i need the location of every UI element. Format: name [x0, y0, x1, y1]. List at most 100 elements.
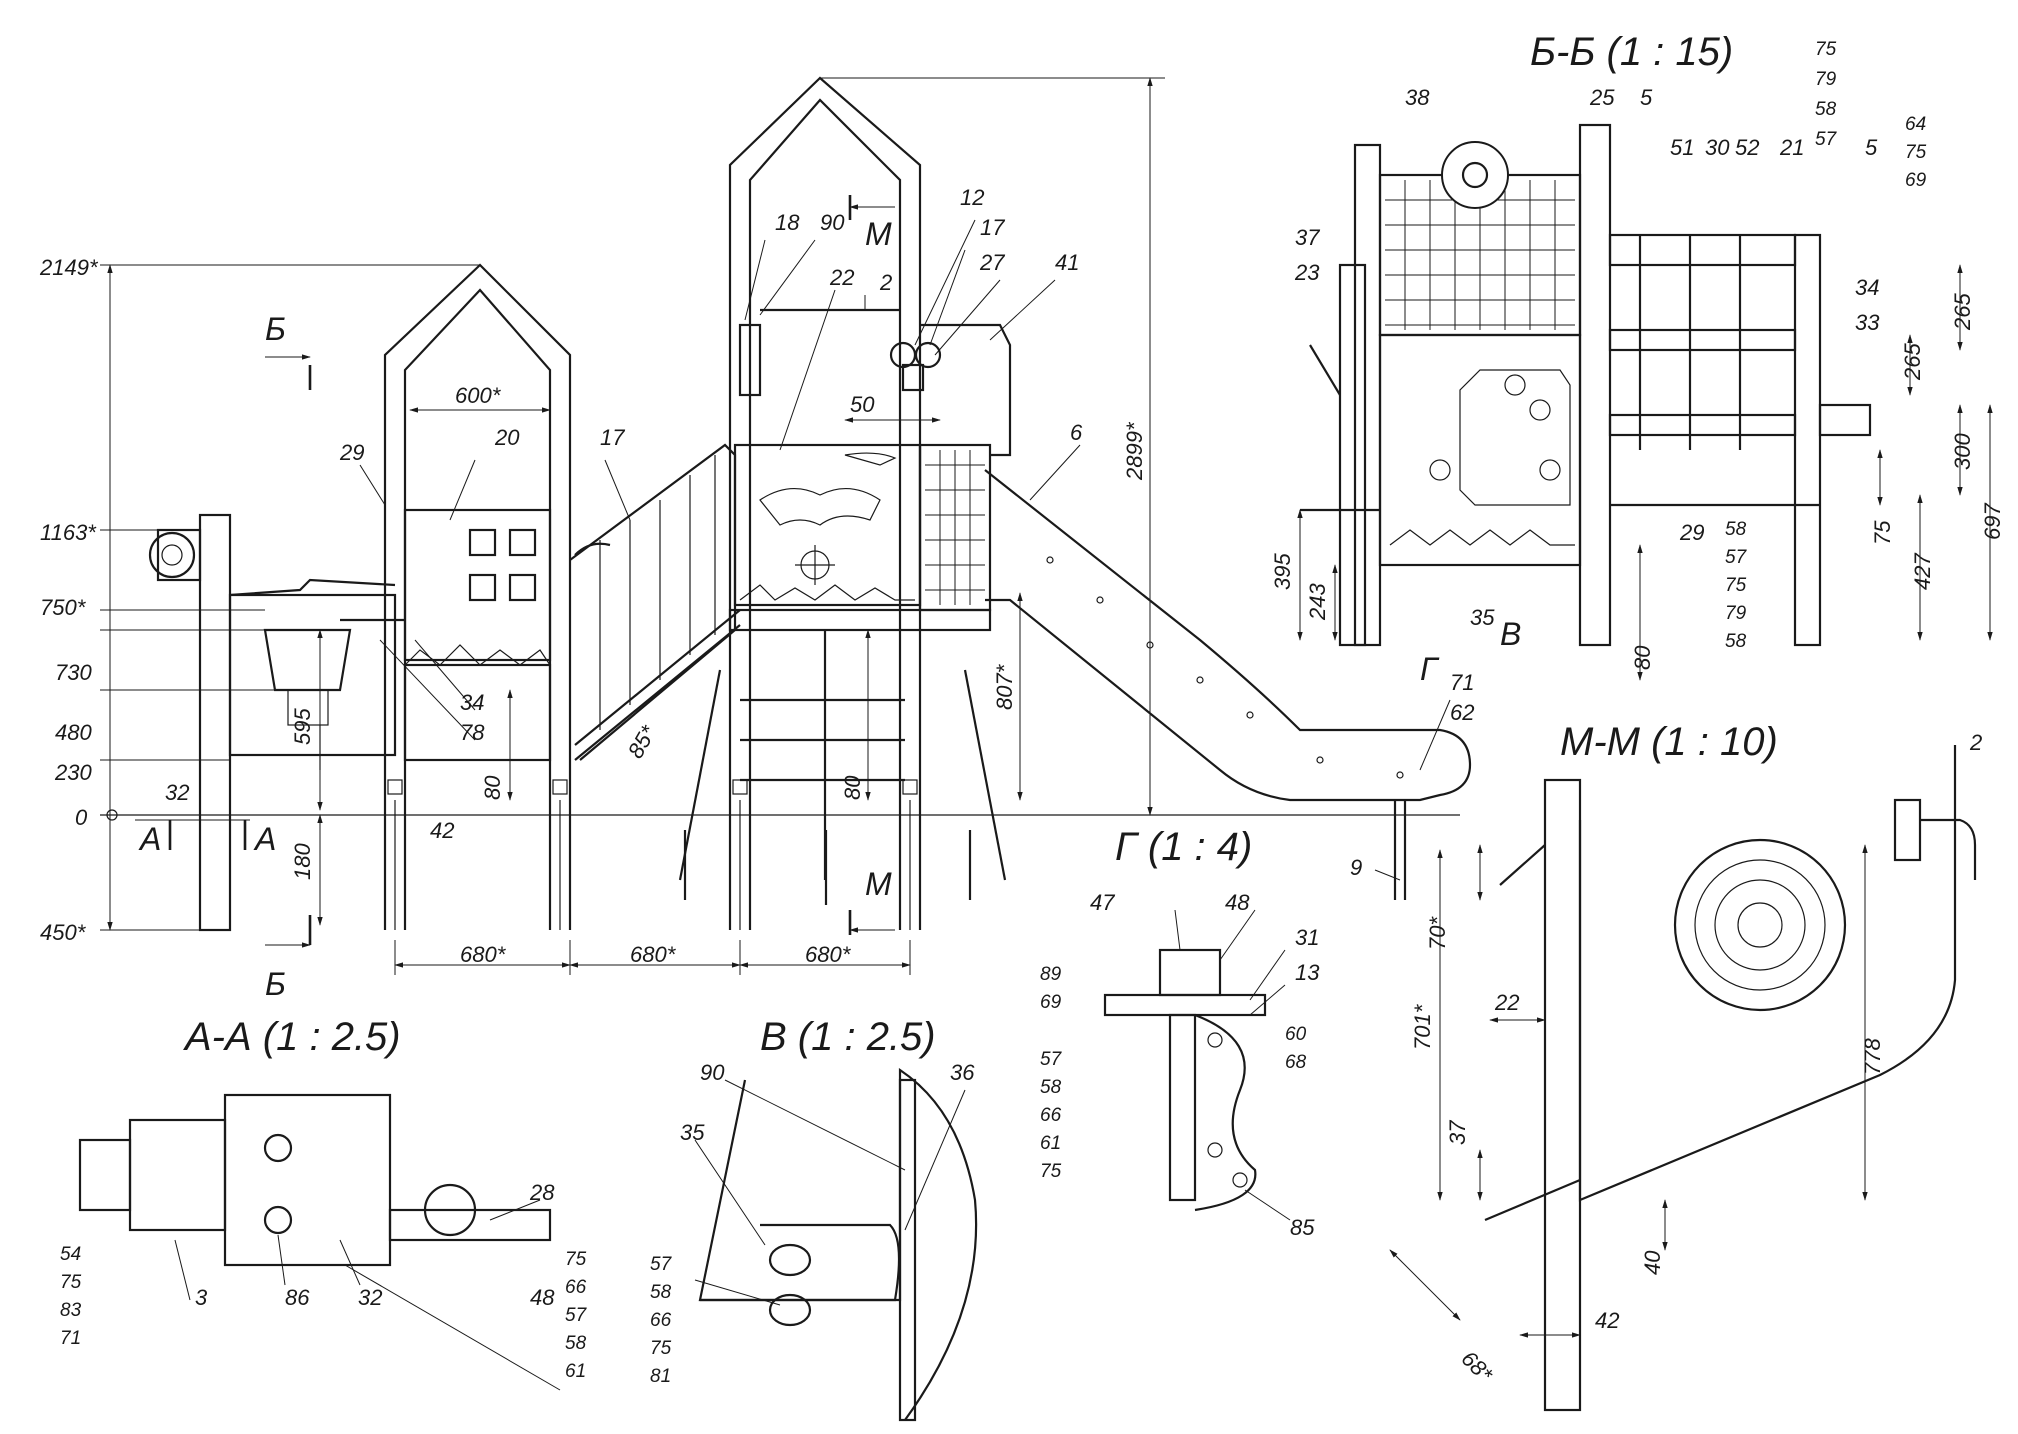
dim-span-3: 680*: [805, 942, 852, 967]
bb-callout-37: 37: [1295, 225, 1320, 250]
bb-mid-4: 79: [1725, 603, 1747, 624]
g-callout-47: 47: [1090, 890, 1115, 915]
dim-2899: 2899*: [1122, 421, 1147, 481]
bb-callout-5b: 5: [1865, 135, 1878, 160]
main-elevation-view: 29 20 17 18 90 12 17 27 22 2 41 6 34 78 …: [39, 76, 1474, 1002]
bb-stack2-3: 69: [1905, 170, 1927, 191]
g-stack-a-2: 69: [1040, 992, 1062, 1013]
mm-dim-37: 37: [1445, 1120, 1470, 1145]
callout-71: 71: [1450, 670, 1474, 695]
aa-stack-a-3: 83: [60, 1300, 82, 1321]
mm-dim-778: 778: [1860, 1038, 1885, 1075]
bb-dim-427: 427: [1910, 553, 1935, 590]
section-a-right: А: [253, 821, 276, 857]
aa-stack-a-4: 71: [60, 1328, 81, 1349]
aa-callout-48: 48: [530, 1285, 555, 1310]
bb-callout-labels: 38 25 5 51 30 52 21 5 37 23 34 33 29 35: [1294, 85, 1880, 630]
bb-marker-g: Г: [1420, 651, 1440, 687]
ground-anchors: [683, 830, 972, 905]
house-tower-center: [678, 76, 1012, 930]
dim-50: 50: [850, 392, 875, 417]
dim-80a: 80: [480, 775, 505, 800]
g-callout-13: 13: [1295, 960, 1320, 985]
section-m-top: М: [865, 216, 892, 252]
bb-callout-33: 33: [1855, 310, 1880, 335]
g-callout-48: 48: [1225, 890, 1250, 915]
g-stack-c-5: 75: [1040, 1161, 1062, 1182]
section-a-left: А: [138, 821, 161, 857]
v-stack-5: 81: [650, 1366, 671, 1387]
g-stack-c-4: 61: [1040, 1133, 1061, 1154]
v-callout-90: 90: [700, 1060, 725, 1085]
callout-29: 29: [339, 440, 364, 465]
main-section-letters: Б Б А А М М: [138, 216, 892, 1002]
aa-callout-32: 32: [358, 1285, 382, 1310]
bb-dim-300: 300: [1950, 433, 1975, 470]
bb-callout-34: 34: [1855, 275, 1879, 300]
dim-85: 85*: [623, 720, 662, 762]
main-dimension-labels: 2149* 1163* 750* 730 480 230 0 450* 680*…: [39, 255, 1147, 967]
dim-750: 750*: [40, 595, 87, 620]
mm-dim-40: 40: [1640, 1250, 1665, 1275]
callout-9: 9: [1350, 855, 1362, 880]
dim-2149: 2149*: [39, 255, 99, 280]
aa-stack-a-2: 75: [60, 1272, 82, 1293]
g-callout-85: 85: [1290, 1215, 1315, 1240]
view-g-detail: Г (1 : 4) 47 48 31 13 85 89 69 60 68 57 …: [1040, 825, 1320, 1240]
bb-dim-395: 395: [1270, 553, 1295, 590]
stair-ramp: [569, 443, 741, 761]
g-stack-c-1: 57: [1040, 1049, 1063, 1070]
view-bb-title: Б-Б (1 : 15): [1530, 30, 1733, 74]
bb-mid-1: 58: [1725, 519, 1747, 540]
aa-stack-b-2: 66: [565, 1277, 587, 1298]
dim-0: 0: [75, 805, 88, 830]
section-lines: [135, 195, 895, 948]
mm-dim-22: 22: [1494, 990, 1519, 1015]
bb-dim-265a: 265: [1950, 293, 1975, 331]
bb-dim-697: 697: [1980, 503, 2005, 540]
bb-stack-1: 75: [1815, 39, 1837, 60]
v-stack-1: 57: [650, 1254, 673, 1275]
bb-callout-52: 52: [1735, 135, 1759, 160]
bb-callout-29: 29: [1679, 520, 1704, 545]
view-aa-detail: А-А (1 : 2.5) 28 3 86 32 48 54 75 83 71 …: [60, 1015, 588, 1391]
callout-34: 34: [460, 690, 484, 715]
view-g-title: Г (1 : 4): [1115, 825, 1252, 869]
dim-span-1: 680*: [460, 942, 507, 967]
view-mm-section: М-М (1 : 10) 2 70* 701* 22 778 37 40 68*…: [1389, 720, 1982, 1412]
view-mm-title: М-М (1 : 10): [1560, 720, 1778, 764]
main-callout-labels: 29 20 17 18 90 12 17 27 22 2 41 6 34 78 …: [165, 185, 1474, 880]
dim-1163: 1163*: [40, 520, 97, 545]
aa-stack-a-1: 54: [60, 1244, 81, 1265]
slide: [984, 469, 1472, 900]
g-stack-c-2: 58: [1040, 1077, 1062, 1098]
callout-2: 2: [879, 270, 892, 295]
aa-callout-3: 3: [195, 1285, 208, 1310]
bb-mid-2: 57: [1725, 547, 1748, 568]
dim-80b: 80: [840, 775, 865, 800]
mm-callout-2: 2: [1969, 730, 1982, 755]
callout-27: 27: [979, 250, 1005, 275]
callout-18: 18: [775, 210, 800, 235]
callout-17b: 17: [980, 215, 1005, 240]
bb-mid-5: 58: [1725, 631, 1747, 652]
bb-stack-2: 79: [1815, 69, 1837, 90]
callout-90: 90: [820, 210, 845, 235]
v-stack-4: 75: [650, 1338, 672, 1359]
house-tower-left: [340, 263, 572, 930]
mm-dim-68: 68*: [1456, 1346, 1498, 1388]
bb-callout-51: 51: [1670, 135, 1694, 160]
bb-callout-35: 35: [1470, 605, 1495, 630]
dim-480: 480: [55, 720, 92, 745]
aa-stack-b-5: 61: [565, 1361, 586, 1382]
v-callout-35: 35: [680, 1120, 705, 1145]
g-stack-a-1: 89: [1040, 964, 1062, 985]
main-leaders: [359, 219, 1451, 881]
bb-callout-21: 21: [1779, 135, 1804, 160]
v-callout-36: 36: [950, 1060, 975, 1085]
bb-mid-3: 75: [1725, 575, 1747, 596]
aa-stack-b-1: 75: [565, 1249, 587, 1270]
aa-callout-86: 86: [285, 1285, 310, 1310]
bb-part-stacks: 75 79 58 57 64 75 69 58 57 75 79 58: [1725, 39, 1927, 652]
callout-41: 41: [1055, 250, 1079, 275]
